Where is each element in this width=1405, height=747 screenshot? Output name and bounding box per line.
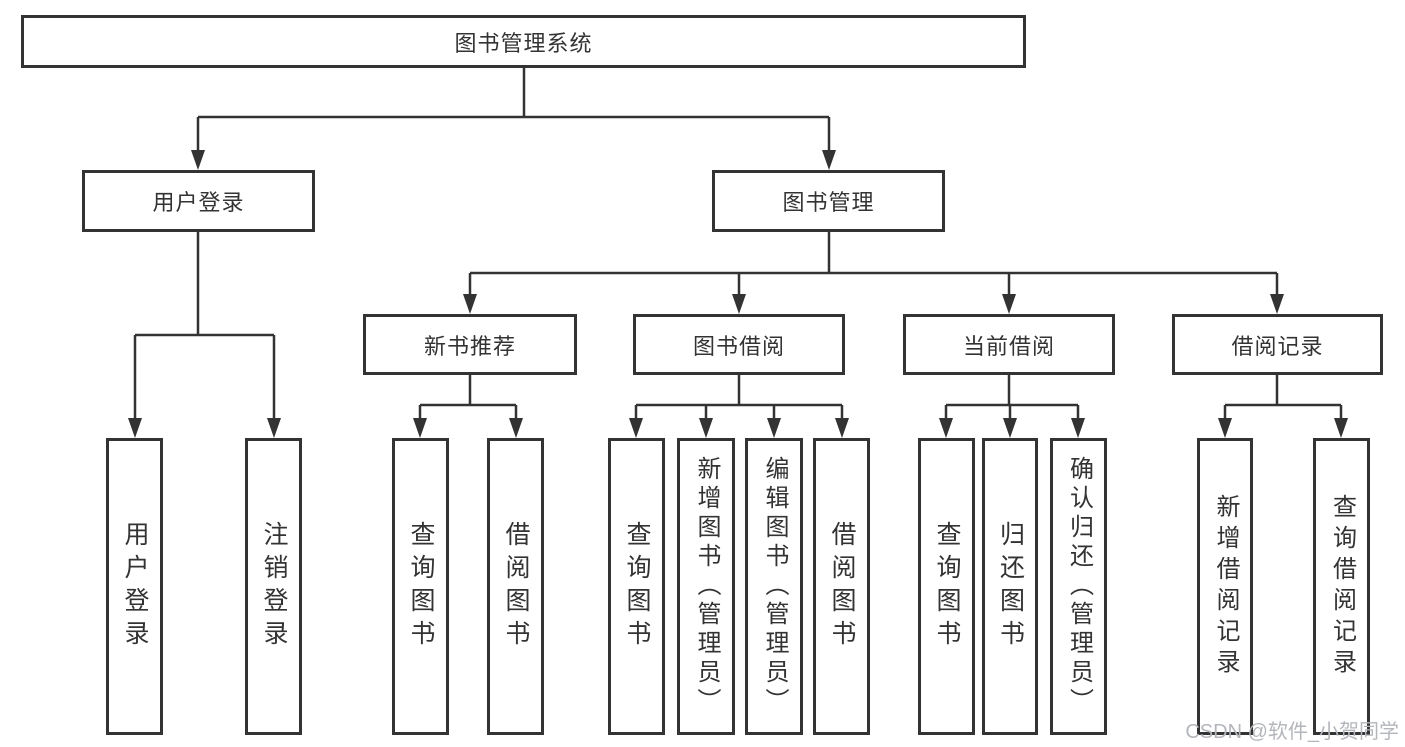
arrowhead <box>413 418 427 438</box>
node-library-system: 图书管理系统 <box>21 15 1026 68</box>
node-label: 确认归还（管理员） <box>1065 456 1093 717</box>
node-label: 当前借阅 <box>962 333 1055 359</box>
arrowhead <box>835 418 849 438</box>
arrowheads <box>128 150 1348 438</box>
leaf-confirm-return-admin: 确认归还（管理员） <box>1050 438 1107 735</box>
node-label: 新增图书（管理员） <box>693 456 720 717</box>
node-book-management: 图书管理 <box>712 170 945 232</box>
node-label: 查询图书 <box>933 520 961 653</box>
arrowhead <box>767 418 781 438</box>
arrowhead <box>1270 294 1284 314</box>
csdn-watermark: CSDN @软件_小贺同学 <box>1185 721 1399 743</box>
leaf-query-books-borrow: 查询图书 <box>608 438 665 735</box>
node-label: 借阅图书 <box>828 520 856 653</box>
node-label: 归还图书 <box>996 520 1025 653</box>
arrowhead <box>822 150 836 170</box>
arrowhead <box>128 418 142 438</box>
arrowhead <box>509 418 523 438</box>
node-label: 查询图书 <box>407 520 435 653</box>
node-new-book-recommend: 新书推荐 <box>363 314 577 375</box>
arrowhead <box>1218 418 1232 438</box>
node-label: 新增借阅记录 <box>1212 493 1239 680</box>
leaf-query-books-recommend: 查询图书 <box>392 438 449 735</box>
arrowhead <box>732 294 746 314</box>
node-borrow-records: 借阅记录 <box>1172 314 1383 375</box>
arrowhead <box>267 418 281 438</box>
leaf-borrow-books-recommend: 借阅图书 <box>487 438 544 735</box>
leaf-add-borrow-record: 新增借阅记录 <box>1197 438 1253 735</box>
arrowhead <box>1002 294 1016 314</box>
connector-path <box>133 68 1343 420</box>
arrowhead <box>463 294 477 314</box>
arrowhead <box>699 418 713 438</box>
node-book-borrow: 图书借阅 <box>633 314 845 375</box>
node-label: 图书管理 <box>782 190 875 215</box>
arrowhead <box>191 150 205 170</box>
leaf-borrow-books-borrow: 借阅图书 <box>813 438 870 735</box>
node-label: 用户登录 <box>152 190 245 215</box>
node-user-login: 用户登录 <box>82 170 315 232</box>
arrowhead <box>1071 418 1085 438</box>
node-label: 查询图书 <box>623 520 651 653</box>
leaf-add-book-admin: 新增图书（管理员） <box>677 438 735 735</box>
node-label: 图书管理系统 <box>454 30 593 56</box>
leaf-logout: 注销登录 <box>245 438 302 735</box>
arrowhead <box>1334 418 1348 438</box>
leaf-query-borrow-record: 查询借阅记录 <box>1313 438 1370 735</box>
node-label: 查询借阅记录 <box>1328 493 1356 680</box>
arrowhead <box>1003 418 1017 438</box>
node-label: 借阅图书 <box>502 520 530 653</box>
leaf-query-books-current: 查询图书 <box>918 438 975 735</box>
node-label: 用户登录 <box>121 520 149 653</box>
node-label: 注销登录 <box>260 520 288 653</box>
node-label: 图书借阅 <box>692 333 785 359</box>
node-current-borrow: 当前借阅 <box>903 314 1115 375</box>
node-label: 新书推荐 <box>423 333 516 359</box>
leaf-return-books: 归还图书 <box>982 438 1038 735</box>
node-label: 编辑图书（管理员） <box>761 456 788 717</box>
arrowhead <box>629 418 643 438</box>
leaf-user-login: 用户登录 <box>106 438 163 735</box>
leaf-edit-book-admin: 编辑图书（管理员） <box>745 438 803 735</box>
node-label: 借阅记录 <box>1231 333 1324 359</box>
arrowhead <box>939 418 953 438</box>
